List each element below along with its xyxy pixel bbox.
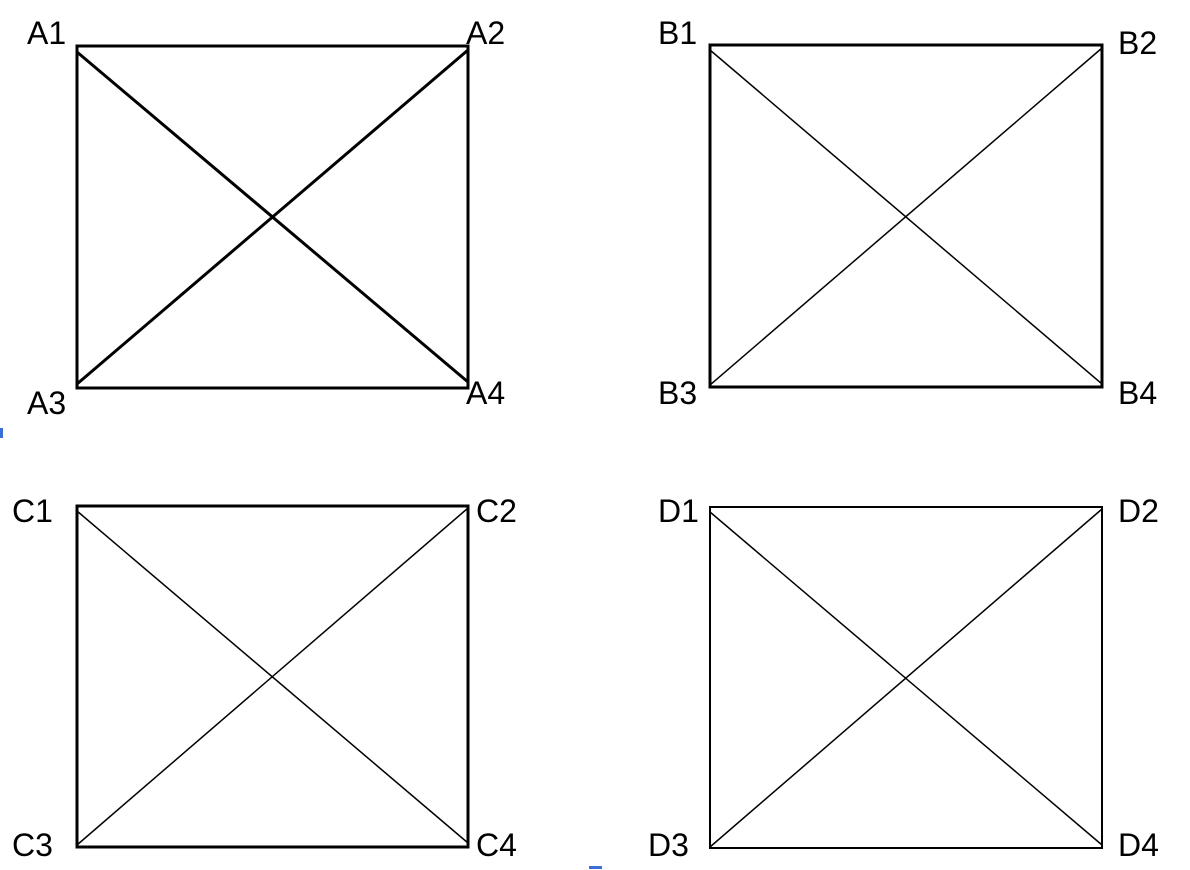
label-c3: C3 — [12, 827, 53, 863]
label-a3: A3 — [27, 385, 66, 421]
panel-c-diagonal-2 — [76, 507, 469, 846]
panel-c-rectangle — [75, 504, 470, 849]
bottom-caret-marker — [589, 866, 602, 869]
label-c4: C4 — [476, 827, 517, 863]
label-b3: B3 — [658, 375, 697, 411]
label-d4: D4 — [1118, 827, 1159, 863]
panel-c: C1 C2 C3 C4 — [12, 493, 517, 863]
label-a2: A2 — [466, 15, 505, 51]
panel-d-diagonal-2 — [709, 508, 1103, 848]
label-d2: D2 — [1118, 493, 1159, 529]
panel-b-diagonal-2 — [709, 47, 1103, 386]
label-d1: D1 — [658, 493, 699, 529]
left-edge-marker — [0, 428, 3, 438]
panel-d: D1 D2 D3 D4 — [648, 493, 1159, 863]
label-c1: C1 — [12, 493, 53, 529]
panel-a-diagonal-2 — [76, 48, 469, 386]
label-a4: A4 — [466, 375, 505, 411]
panel-b: B1 B2 B3 B4 — [658, 15, 1157, 411]
panel-d-rectangle — [709, 506, 1103, 849]
label-c2: C2 — [476, 493, 517, 529]
panel-b-rectangle — [708, 43, 1104, 389]
panel-a-rectangle — [75, 44, 470, 390]
label-b1: B1 — [658, 15, 697, 51]
panel-a: A1 A2 A3 A4 — [27, 15, 505, 421]
label-b4: B4 — [1118, 375, 1157, 411]
label-b2: B2 — [1118, 25, 1157, 61]
label-a1: A1 — [27, 15, 66, 51]
label-d3: D3 — [648, 827, 689, 863]
